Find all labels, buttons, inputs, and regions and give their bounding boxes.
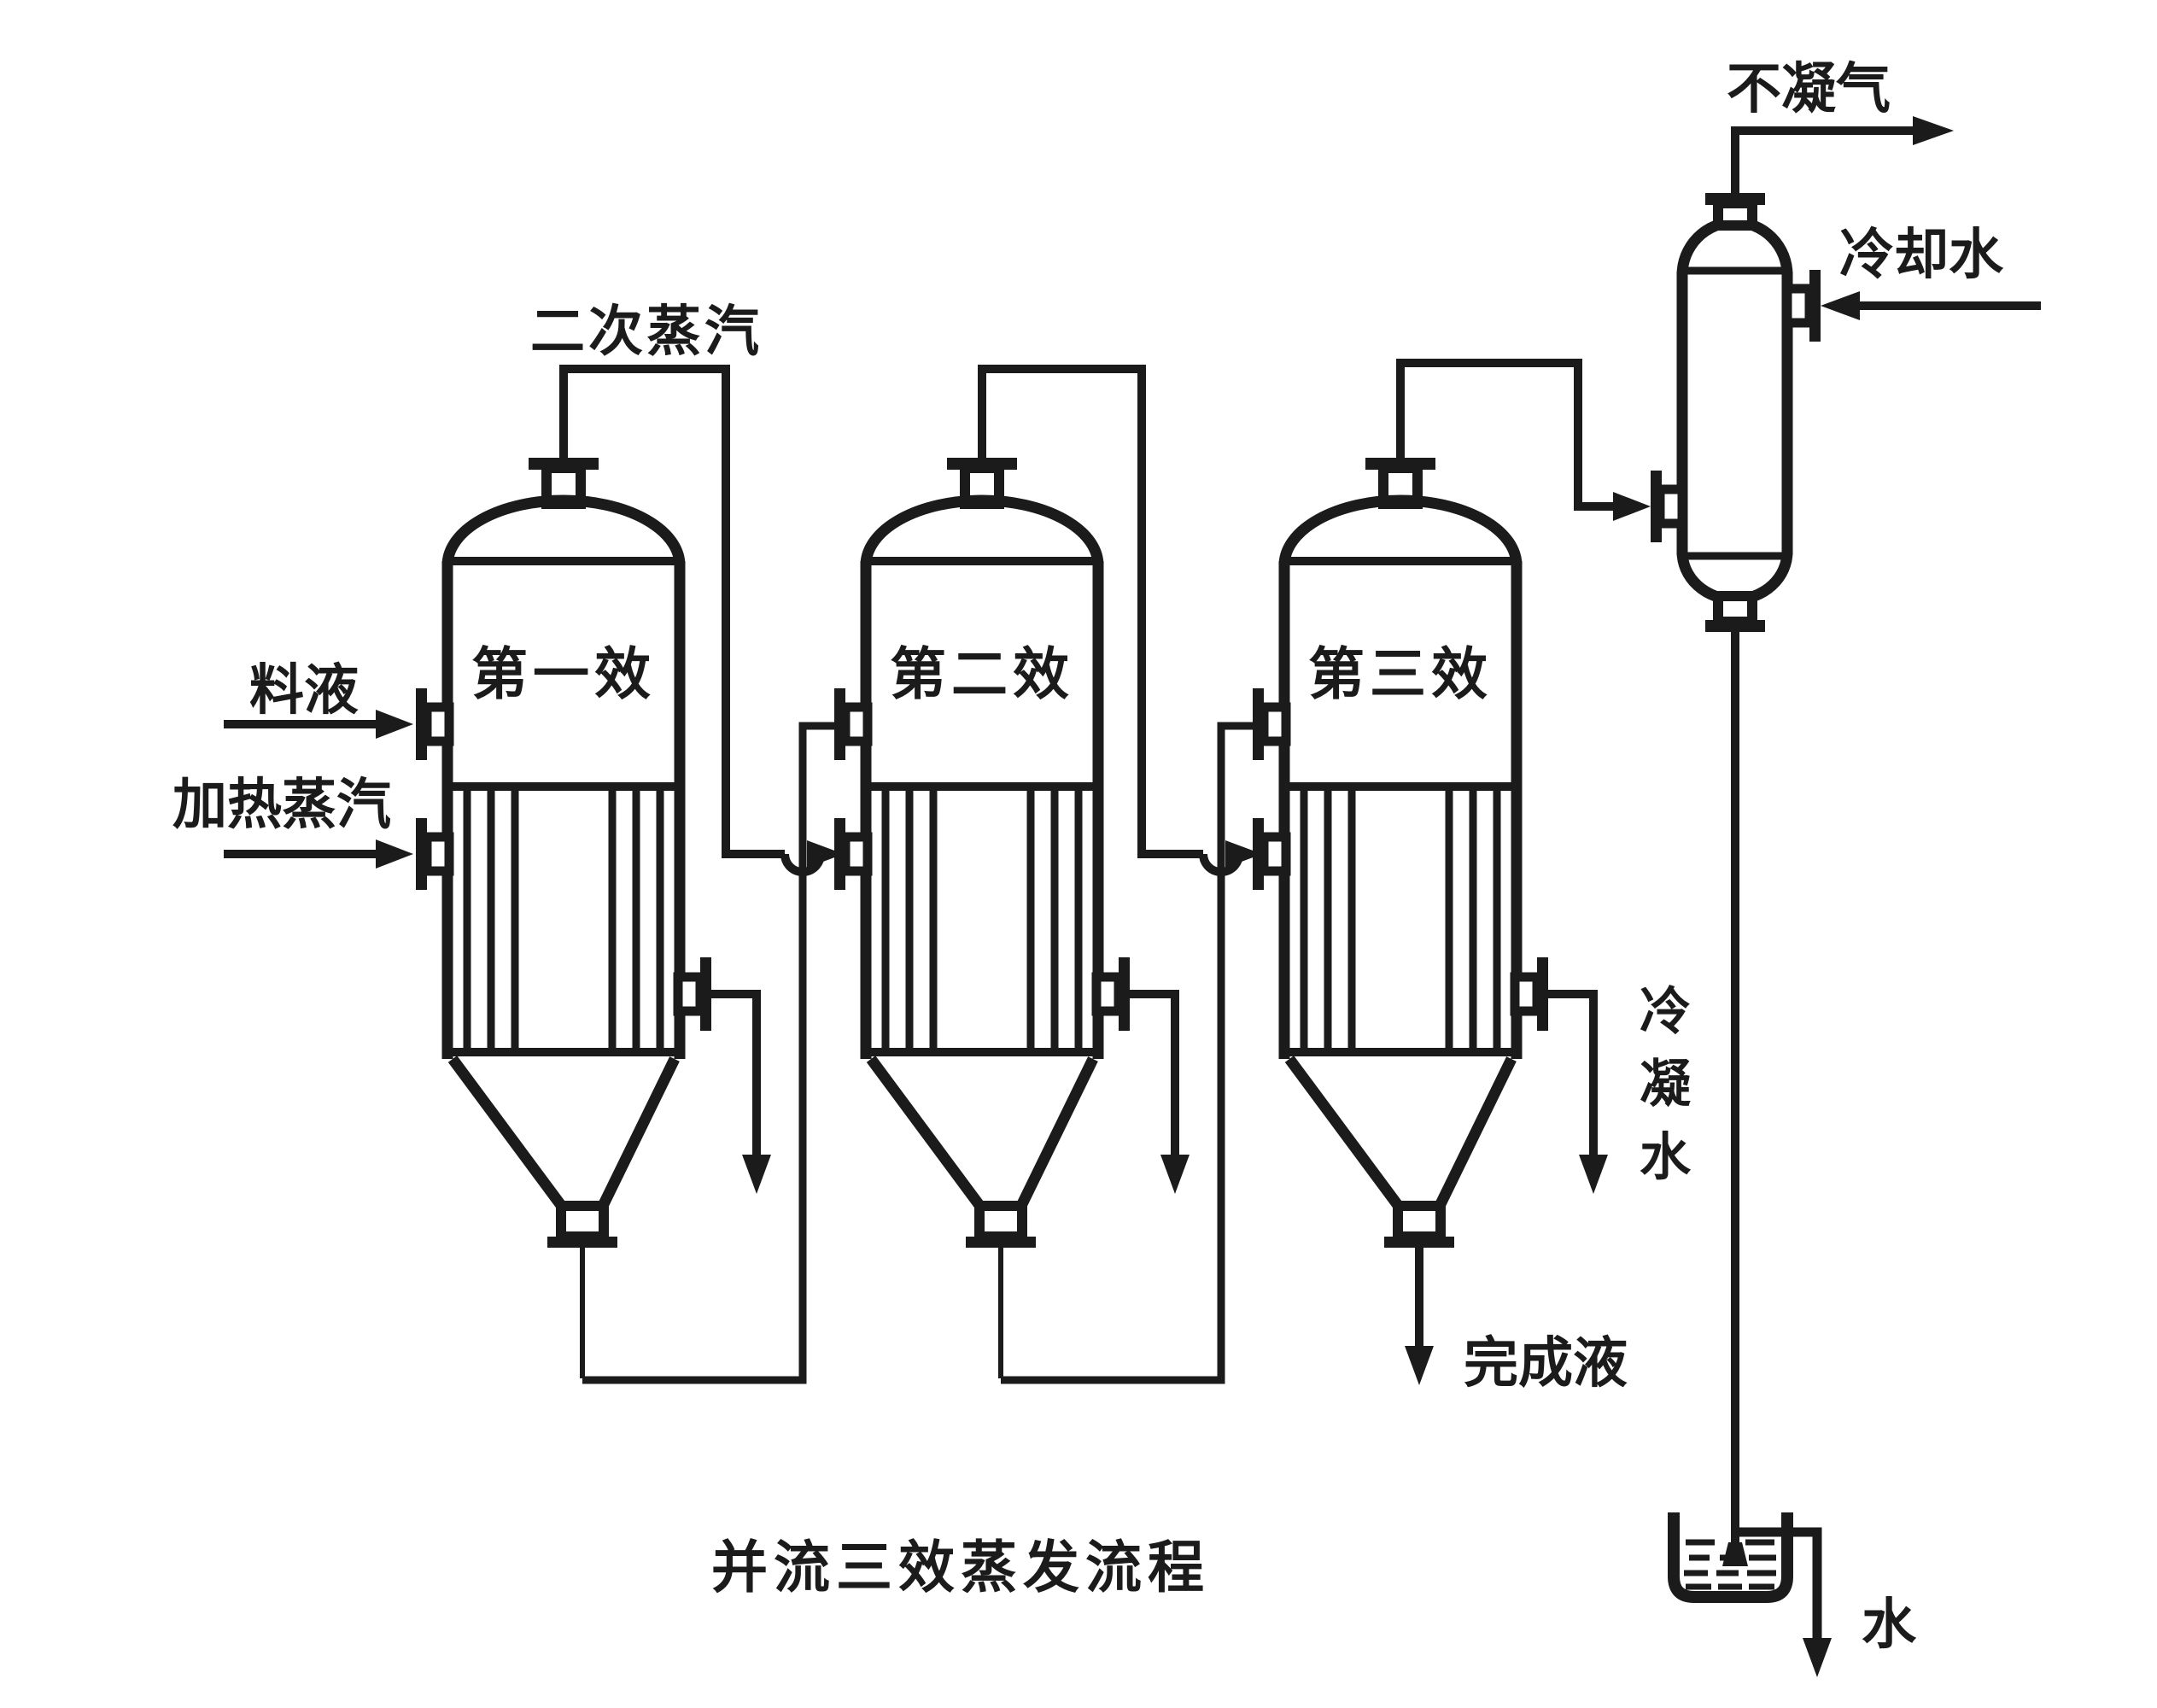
evaporator-first-effect (416, 458, 771, 1248)
evaporator-third-effect (1253, 458, 1608, 1248)
liquor-pipe-effect1-to-effect2 (580, 722, 844, 1384)
feed-inlet-arrow (224, 710, 413, 739)
effect1-label: 第一效 (471, 644, 656, 706)
heating-steam-label: 加热蒸汽 (172, 775, 391, 835)
condenser-tailpipe (1722, 632, 1748, 1566)
cooling-water-inlet-arrow (1821, 291, 2041, 320)
tank-overflow-arrow (1739, 1527, 1832, 1677)
water-label: 水 (1862, 1594, 1917, 1655)
vapor-pipe-effect3-to-condenser (1396, 359, 1651, 521)
cooling-water-label: 冷却水 (1839, 225, 2004, 285)
secondary-steam-label: 二次蒸汽 (530, 301, 763, 362)
evaporator-second-effect (834, 458, 1190, 1248)
feed-liquid-label: 料液 (249, 660, 359, 721)
water-seal-tank (1668, 1512, 1793, 1603)
diagram-title: 并流三效蒸发流程 (711, 1537, 1210, 1600)
effect2-label: 第二效 (890, 644, 1074, 706)
effect3-label: 第三效 (1308, 644, 1493, 706)
condenser (1651, 193, 1821, 632)
liquor-pipe-effect2-to-effect3 (998, 722, 1262, 1384)
noncondensable-gas-label: 不凝气 (1727, 59, 1891, 120)
condensate-water-label: 冷凝水 (1640, 984, 1692, 1185)
heating-steam-inlet-arrow (224, 839, 413, 869)
finished-liquor-outlet-arrow (1405, 1248, 1434, 1385)
finished-liquor-label: 完成液 (1464, 1333, 1628, 1394)
noncondensable-gas-vent-arrow (1731, 116, 1954, 193)
